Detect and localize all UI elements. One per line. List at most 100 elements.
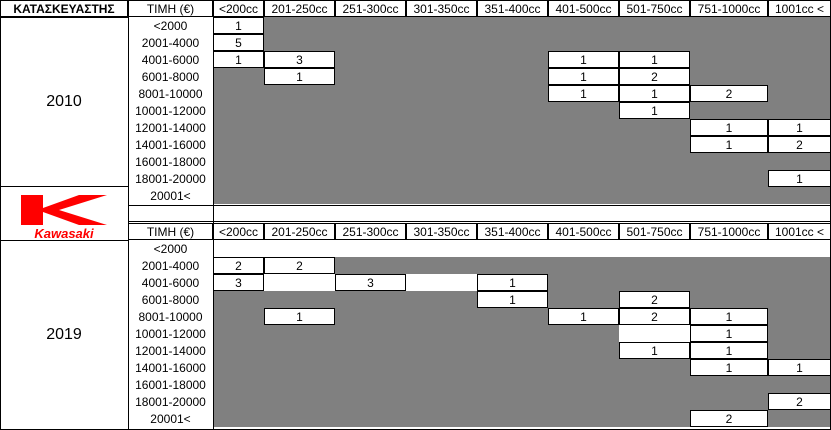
count-cell [406,257,477,274]
count-cell [477,308,548,325]
count-cell [619,393,690,410]
count-cell [768,342,831,359]
count-cell [264,376,335,393]
kawasaki-wordmark: Kawasaki [34,226,94,241]
count-cell: 2 [690,85,768,102]
count-cell [548,342,619,359]
count-cell [768,102,831,119]
count-cell: 3 [264,51,335,68]
separator-cell [128,205,831,222]
count-cell [548,257,619,274]
count-cell [619,274,690,291]
count-cell [213,136,264,153]
price-range-label: 4001-6000 [128,51,213,68]
count-cell [548,393,619,410]
count-cell: 3 [335,274,406,291]
count-cell: 2 [213,257,264,274]
count-cell [768,274,831,291]
count-cell [406,291,477,308]
count-cell: 1 [619,85,690,102]
cc-header: 251-300cc [335,0,406,17]
count-cell: 1 [619,102,690,119]
count-cell [406,410,477,427]
count-cell [548,153,619,170]
count-cell [768,187,831,204]
grid-line [0,17,128,18]
count-cell [619,136,690,153]
cc-header: 201-250cc [264,0,335,17]
count-cell [264,153,335,170]
count-cell [335,187,406,204]
price-range-label: 14001-16000 [128,359,213,376]
cc-header: <200cc [213,0,264,17]
count-cell [619,170,690,187]
count-cell [264,119,335,136]
count-cell [335,170,406,187]
count-cell [406,17,477,34]
count-cell [548,359,619,376]
count-cell: 1 [619,51,690,68]
count-cell [768,17,831,34]
count-cell [548,102,619,119]
cc-header: 301-350cc [406,0,477,17]
count-cell [548,274,619,291]
count-cell [690,51,768,68]
count-cell [477,393,548,410]
kawasaki-k-icon [21,195,107,225]
cc-header: 301-350cc [406,223,477,240]
count-cell [213,376,264,393]
count-cell [335,291,406,308]
price-range-label: 6001-8000 [128,291,213,308]
count-cell [264,393,335,410]
count-cell [213,170,264,187]
count-cell [335,136,406,153]
count-cell [619,153,690,170]
count-cell [690,68,768,85]
count-cell [548,291,619,308]
grid-line [128,0,129,430]
count-cell [335,102,406,119]
count-cell [213,153,264,170]
count-cell [768,68,831,85]
count-cell [406,51,477,68]
count-cell [264,325,335,342]
cc-header: 401-500cc [548,223,619,240]
count-cell [477,410,548,427]
count-cell [264,17,335,34]
count-cell [619,257,690,274]
count-cell: 2 [690,410,768,427]
cc-header: 351-400cc [477,0,548,17]
price-range-label: 8001-10000 [128,308,213,325]
count-cell [690,240,768,257]
price-range-label: 16001-18000 [128,153,213,170]
count-cell [548,376,619,393]
count-cell [768,51,831,68]
count-cell [477,240,548,257]
grid-line [213,0,214,430]
count-cell [213,119,264,136]
count-cell [477,187,548,204]
cc-header: 1001cc < [768,223,831,240]
count-cell [548,240,619,257]
cc-header: 351-400cc [477,223,548,240]
price-range-label: 14001-16000 [128,136,213,153]
count-cell: 1 [477,291,548,308]
count-cell [406,274,477,291]
price-range-label: 16001-18000 [128,376,213,393]
count-cell [477,119,548,136]
cc-header: 401-500cc [548,0,619,17]
count-cell [477,257,548,274]
count-cell: 5 [213,34,264,51]
count-cell [619,17,690,34]
price-range-label: 10001-12000 [128,325,213,342]
count-cell [335,325,406,342]
grid-line [0,0,831,1]
count-cell [264,274,335,291]
count-cell [406,325,477,342]
count-cell [335,119,406,136]
count-cell [406,240,477,257]
cc-header: <200cc [213,223,264,240]
count-cell [690,102,768,119]
count-cell [264,136,335,153]
count-cell [406,342,477,359]
